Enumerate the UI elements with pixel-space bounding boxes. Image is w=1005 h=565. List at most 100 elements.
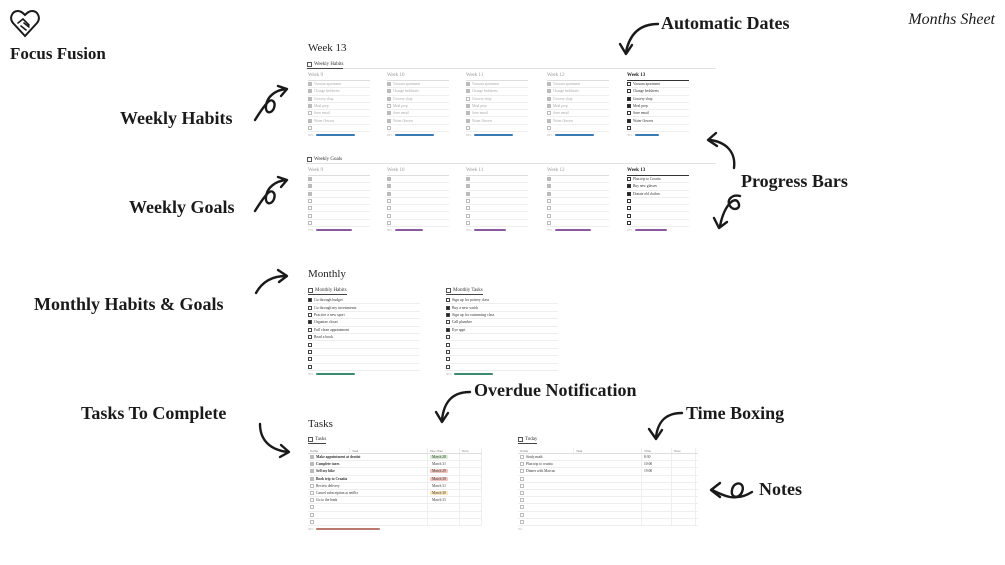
today-db-title[interactable]: Today <box>518 437 538 444</box>
checkbox[interactable] <box>627 125 631 130</box>
checkbox[interactable] <box>520 505 524 510</box>
note-cell[interactable] <box>672 454 696 461</box>
checkbox[interactable] <box>446 298 450 303</box>
checkbox[interactable] <box>310 476 314 481</box>
list-item[interactable]: Meal prep <box>466 103 528 111</box>
list-item[interactable]: Go through budget <box>308 297 420 305</box>
checkbox[interactable] <box>387 177 391 182</box>
list-item[interactable]: Read a book <box>308 334 420 342</box>
list-item[interactable]: Sign up for swimming class <box>446 312 558 320</box>
checkbox[interactable] <box>520 512 524 517</box>
list-item[interactable]: Meal prep <box>547 103 609 111</box>
checkbox[interactable] <box>627 96 631 101</box>
list-item[interactable] <box>627 198 689 206</box>
note-cell[interactable] <box>672 511 696 518</box>
week-column-header[interactable]: Week 11 <box>466 72 528 81</box>
checkbox[interactable] <box>446 305 450 310</box>
week-column-header[interactable]: Week 13 <box>627 167 689 176</box>
checkbox[interactable] <box>308 220 312 225</box>
checkbox[interactable] <box>627 206 631 211</box>
checkbox[interactable] <box>466 184 470 189</box>
checkbox[interactable] <box>310 512 314 517</box>
checkbox[interactable] <box>547 191 551 196</box>
checkbox[interactable] <box>446 342 450 347</box>
list-item[interactable]: Change bedsheets <box>547 88 609 96</box>
checkbox[interactable] <box>466 220 470 225</box>
note-cell[interactable] <box>672 461 696 468</box>
note-cell[interactable] <box>460 518 482 525</box>
checkbox[interactable] <box>310 498 314 503</box>
checkbox[interactable] <box>627 89 631 94</box>
list-item[interactable]: Save email <box>547 110 609 118</box>
checkbox[interactable] <box>627 82 631 87</box>
list-item[interactable] <box>308 198 370 206</box>
note-cell[interactable] <box>672 475 696 482</box>
list-item[interactable]: Vacuum apartment <box>547 81 609 89</box>
checkbox[interactable] <box>466 206 470 211</box>
checkbox[interactable] <box>446 335 450 340</box>
checkbox[interactable] <box>446 364 450 369</box>
list-item[interactable] <box>308 205 370 213</box>
list-item[interactable]: Change bedsheets <box>387 88 449 96</box>
checkbox[interactable] <box>547 118 551 123</box>
column-header[interactable]: Name <box>518 448 574 453</box>
checkbox[interactable] <box>547 199 551 204</box>
list-item[interactable] <box>446 364 558 371</box>
table-row[interactable] <box>518 497 698 505</box>
checkbox[interactable] <box>627 104 631 109</box>
list-item[interactable] <box>308 183 370 191</box>
list-item[interactable] <box>547 220 609 228</box>
checkbox[interactable] <box>308 305 312 310</box>
list-item[interactable]: Save email <box>627 110 689 118</box>
checkbox[interactable] <box>310 469 314 474</box>
checkbox[interactable] <box>466 82 470 87</box>
checkbox[interactable] <box>308 96 312 101</box>
checkbox[interactable] <box>387 199 391 204</box>
list-item[interactable] <box>627 125 689 133</box>
table-row[interactable] <box>308 518 482 526</box>
checkbox[interactable] <box>308 298 312 303</box>
checkbox[interactable] <box>627 111 631 116</box>
list-item[interactable]: Grocery shop <box>387 96 449 103</box>
list-item[interactable]: Vacuum apartment <box>308 81 370 89</box>
checkbox[interactable] <box>308 327 312 332</box>
checkbox[interactable] <box>308 206 312 211</box>
note-cell[interactable] <box>460 489 482 497</box>
list-item[interactable]: Save email <box>387 110 449 118</box>
note-cell[interactable] <box>672 497 696 504</box>
note-cell[interactable] <box>460 475 482 482</box>
checkbox[interactable] <box>310 505 314 510</box>
list-item[interactable] <box>387 205 449 213</box>
checkbox[interactable] <box>308 312 312 317</box>
note-cell[interactable] <box>460 468 482 475</box>
list-item[interactable] <box>466 205 528 213</box>
checkbox[interactable] <box>547 177 551 182</box>
list-item[interactable] <box>308 349 420 357</box>
table-row[interactable] <box>518 518 698 526</box>
monthly-tasks-db-title[interactable]: Monthly Tasks <box>446 288 483 295</box>
checkbox[interactable] <box>310 455 314 460</box>
checkbox[interactable] <box>627 191 631 196</box>
checkbox[interactable] <box>547 125 551 130</box>
checkbox[interactable] <box>308 335 312 340</box>
list-item[interactable] <box>547 183 609 191</box>
checkbox[interactable] <box>520 498 524 503</box>
list-item[interactable] <box>387 125 449 133</box>
note-cell[interactable] <box>672 504 696 511</box>
checkbox[interactable] <box>547 220 551 225</box>
column-header[interactable]: Task <box>350 448 428 453</box>
checkbox[interactable] <box>520 469 524 474</box>
checkbox[interactable] <box>310 519 314 524</box>
list-item[interactable]: Buy new glasses <box>627 183 689 191</box>
checkbox[interactable] <box>310 491 314 496</box>
checkbox[interactable] <box>547 213 551 218</box>
list-item[interactable] <box>387 212 449 220</box>
checkbox[interactable] <box>310 462 314 467</box>
checkbox[interactable] <box>547 104 551 109</box>
list-item[interactable] <box>627 205 689 213</box>
note-cell[interactable] <box>672 482 696 489</box>
